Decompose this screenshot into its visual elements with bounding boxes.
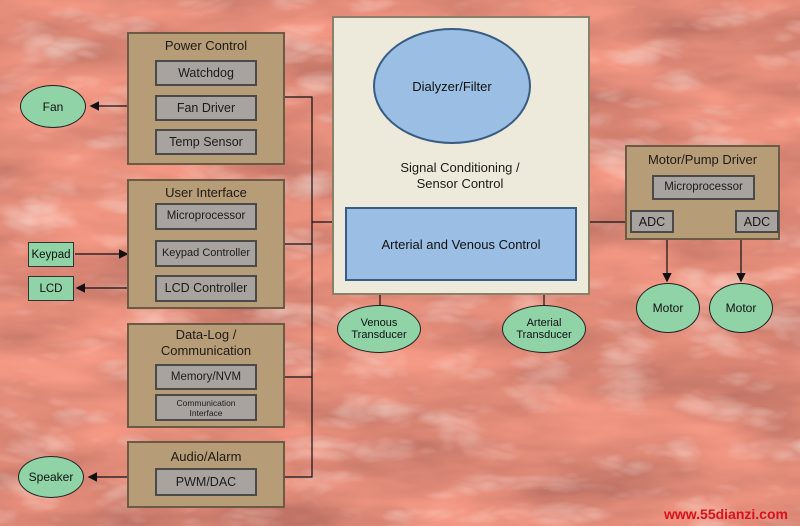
communication-interface-box: Communication Interface <box>155 394 257 421</box>
microprocessor-box: Microprocessor <box>155 203 257 230</box>
signal-conditioning-label: Signal Conditioning / Sensor Control <box>400 160 520 191</box>
arterial-venous-control-box: Arterial and Venous Control <box>345 207 577 281</box>
adc-right-box: ADC <box>735 210 779 233</box>
dialyzer-filter: Dialyzer/Filter <box>373 28 531 144</box>
arterial-transducer-node: Arterial Transducer <box>502 305 586 353</box>
temp-sensor-box: Temp Sensor <box>155 129 257 155</box>
fan-node: Fan <box>20 85 86 128</box>
motor-node-1: Motor <box>636 283 700 333</box>
fan-driver-box: Fan Driver <box>155 95 257 121</box>
motor-microprocessor-box: Microprocessor <box>652 175 755 200</box>
motor-node-2: Motor <box>709 283 773 333</box>
pwm-dac-box: PWM/DAC <box>155 468 257 496</box>
data-log-title: Data-Log / Communication <box>160 327 252 358</box>
audio-alarm-title: Audio/Alarm <box>170 449 242 464</box>
speaker-node: Speaker <box>18 456 84 498</box>
memory-nvm-box: Memory/NVM <box>155 364 257 390</box>
keypad-node: Keypad <box>28 242 74 267</box>
venous-transducer-node: Venous Transducer <box>337 305 421 353</box>
watermark: www.55dianzi.com <box>664 506 788 522</box>
motor-pump-driver-title: Motor/Pump Driver <box>647 152 758 167</box>
keypad-controller-box: Keypad Controller <box>155 240 257 267</box>
adc-left-box: ADC <box>630 210 674 233</box>
watchdog-box: Watchdog <box>155 60 257 86</box>
lcd-node: LCD <box>28 276 74 301</box>
power-control-title: Power Control <box>164 38 248 53</box>
lcd-controller-box: LCD Controller <box>155 275 257 302</box>
user-interface-title: User Interface <box>165 185 247 200</box>
